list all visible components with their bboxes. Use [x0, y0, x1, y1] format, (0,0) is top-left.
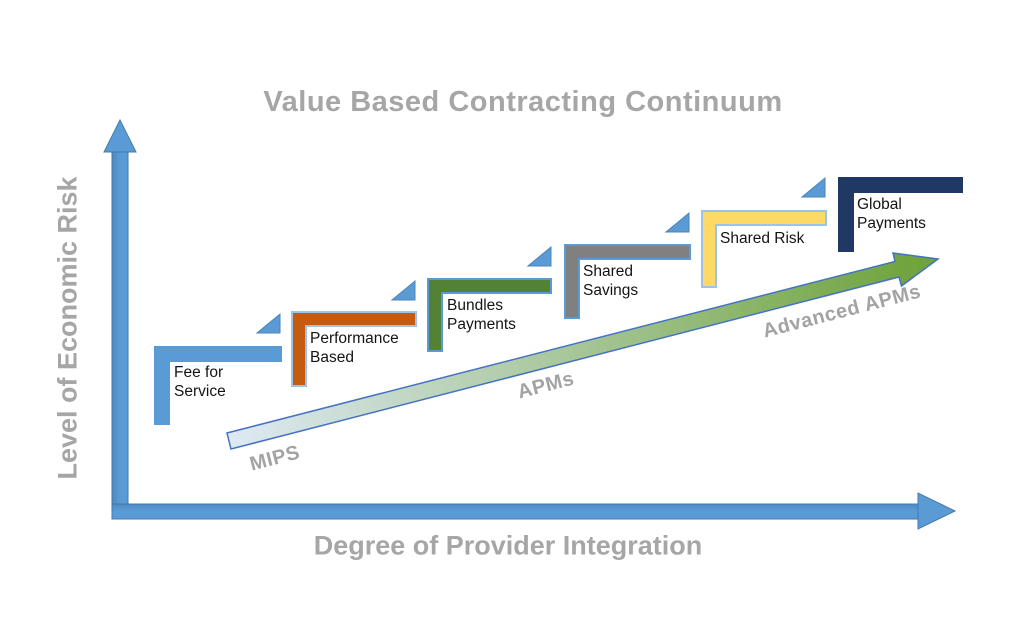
- step-shape-bundles-payments: [427, 278, 552, 352]
- step-label-global-payments: Global Payments: [857, 196, 926, 233]
- diagram-title: Value Based Contracting Continuum: [263, 86, 783, 118]
- step-shape-shared-risk: [701, 210, 827, 288]
- continuum-arrow: [226, 252, 940, 450]
- x-axis-label: Degree of Provider Integration: [313, 530, 703, 561]
- step-label-fee-for-service: Fee for Service: [174, 364, 226, 401]
- step-shape-global-payments: [838, 177, 963, 252]
- step-label-shared-risk: Shared Risk: [720, 230, 805, 247]
- step-shape-shared-savings: [564, 244, 691, 319]
- step-up-triangle-icon: [390, 279, 416, 301]
- x-axis-shaft: [111, 503, 919, 520]
- step-label-performance-based: Performance Based: [310, 330, 399, 367]
- y-axis-arrowhead-icon: [103, 118, 137, 153]
- y-axis-label: Level of Economic Risk: [52, 176, 83, 480]
- step-shape-performance-based: [291, 311, 417, 387]
- x-axis-arrowhead-icon: [917, 492, 957, 530]
- step-up-triangle-icon: [526, 245, 552, 267]
- step-up-triangle-icon: [800, 176, 826, 198]
- step-label-shared-savings: Shared Savings: [583, 263, 639, 300]
- step-up-triangle-icon: [664, 211, 690, 233]
- step-shape-fee-for-service: [154, 346, 282, 425]
- step-label-bundles-payments: Bundles Payments: [447, 297, 516, 334]
- step-up-triangle-icon: [255, 312, 281, 334]
- y-axis-shaft: [111, 147, 129, 520]
